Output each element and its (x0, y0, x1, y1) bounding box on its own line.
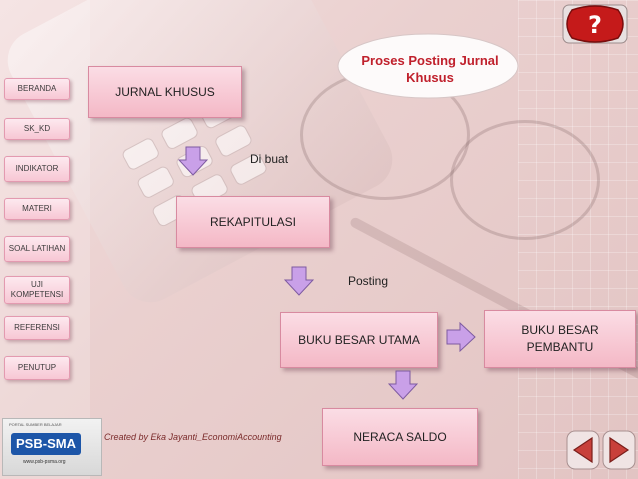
sidebar-item-label: BERANDA (17, 84, 57, 93)
sidebar-item-indikator[interactable]: INDIKATOR (4, 156, 70, 182)
sidebar-item-label: SOAL LATIHAN (8, 244, 66, 253)
box-label: BUKU BESAR PEMBANTU (521, 323, 599, 354)
box-label: JURNAL KHUSUS (115, 84, 215, 99)
step-label-posting: Posting (348, 274, 389, 288)
logo-caption: PORTAL SUMBER BELAJAR (9, 422, 62, 427)
arrow-right-icon (446, 322, 476, 352)
sidebar-item-materi[interactable]: MATERI (4, 198, 70, 220)
sidebar-item-label: REFERENSI (14, 323, 60, 332)
svg-text:?: ? (588, 11, 602, 39)
arrow-down-icon (284, 266, 314, 296)
step-label-dibuat: Di buat (250, 152, 289, 166)
credit-text: Created by Eka Jayanti_EconomiAccounting (104, 432, 282, 442)
box-neraca-saldo: NERACA SALDO (322, 408, 478, 466)
box-jurnal-khusus: JURNAL KHUSUS (88, 66, 242, 118)
box-label: BUKU BESAR UTAMA (298, 332, 420, 347)
sidebar-item-penutup[interactable]: PENUTUP (4, 356, 70, 380)
sidebar-item-label: UJI KOMPETENSI (10, 280, 64, 299)
arrow-down-icon (388, 370, 418, 400)
prev-button[interactable] (566, 430, 600, 470)
sidebar-item-uji-kompetensi[interactable]: UJI KOMPETENSI (4, 276, 70, 304)
sidebar-item-label: PENUTUP (17, 363, 57, 372)
logo-title: PSB-SMA (11, 433, 81, 455)
callout-bubble (337, 33, 519, 99)
box-label: NERACA SALDO (353, 429, 447, 444)
question-mark-icon: ? (562, 4, 628, 44)
logo: PORTAL SUMBER BELAJAR PSB-SMA www.psb-ps… (2, 418, 102, 476)
box-rekapitulasi: REKAPITULASI (176, 196, 330, 248)
sidebar-item-soal-latihan[interactable]: SOAL LATIHAN (4, 236, 70, 262)
callout-title: Proses Posting Jurnal Khusus (361, 53, 499, 85)
background-glasses-lens (450, 120, 600, 240)
sidebar-item-label: INDIKATOR (15, 164, 59, 173)
help-button[interactable]: ? (562, 4, 628, 44)
sidebar-item-sk-kd[interactable]: SK_KD (4, 118, 70, 140)
logo-url: www.psb-psma.org (23, 459, 66, 465)
sidebar-item-label: MATERI (22, 204, 52, 213)
box-label: REKAPITULASI (209, 214, 297, 229)
sidebar-item-referensi[interactable]: REFERENSI (4, 316, 70, 340)
arrow-down-icon (178, 146, 208, 176)
next-button[interactable] (602, 430, 636, 470)
next-arrow-icon (602, 430, 636, 470)
background-grid (518, 0, 638, 479)
box-buku-besar-utama: BUKU BESAR UTAMA (280, 312, 438, 368)
box-buku-besar-pembantu: BUKU BESAR PEMBANTU (484, 310, 636, 368)
prev-arrow-icon (566, 430, 600, 470)
sidebar-item-label: SK_KD (23, 124, 51, 133)
sidebar-item-beranda[interactable]: BERANDA (4, 78, 70, 100)
